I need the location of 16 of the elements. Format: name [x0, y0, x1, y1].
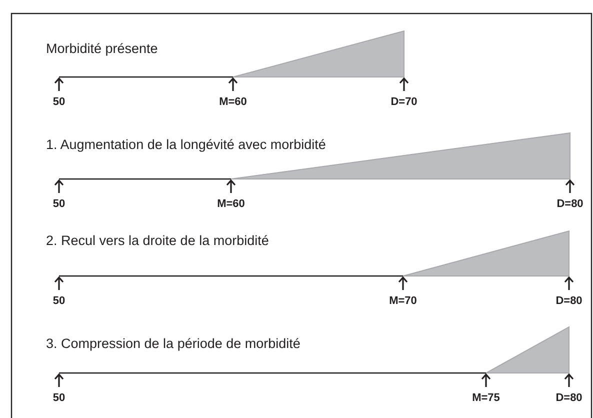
age-marker-label: M=60 [219, 96, 247, 108]
age-marker-label: D=80 [556, 198, 584, 210]
scenario-title: 2. Recul vers la droite de la morbidité [46, 233, 269, 248]
age-marker-label: D=80 [556, 392, 582, 404]
scenario-title: 3. Compression de la période de morbidité [46, 336, 300, 351]
age-marker-label: 50 [52, 295, 66, 307]
age-marker-label: 50 [52, 392, 66, 404]
scenario-title: Morbidité présente [46, 41, 158, 56]
age-marker-label: 50 [52, 96, 66, 108]
age-marker-label: M=60 [217, 198, 245, 210]
age-marker-label: M=75 [472, 392, 500, 404]
age-marker-label: D=80 [556, 295, 582, 307]
age-marker-label: 50 [52, 198, 66, 210]
scenario-title: 1. Augmentation de la longévité avec morbidité [46, 137, 326, 152]
age-marker-label: M=70 [389, 295, 417, 307]
age-marker-label: D=70 [390, 96, 418, 108]
